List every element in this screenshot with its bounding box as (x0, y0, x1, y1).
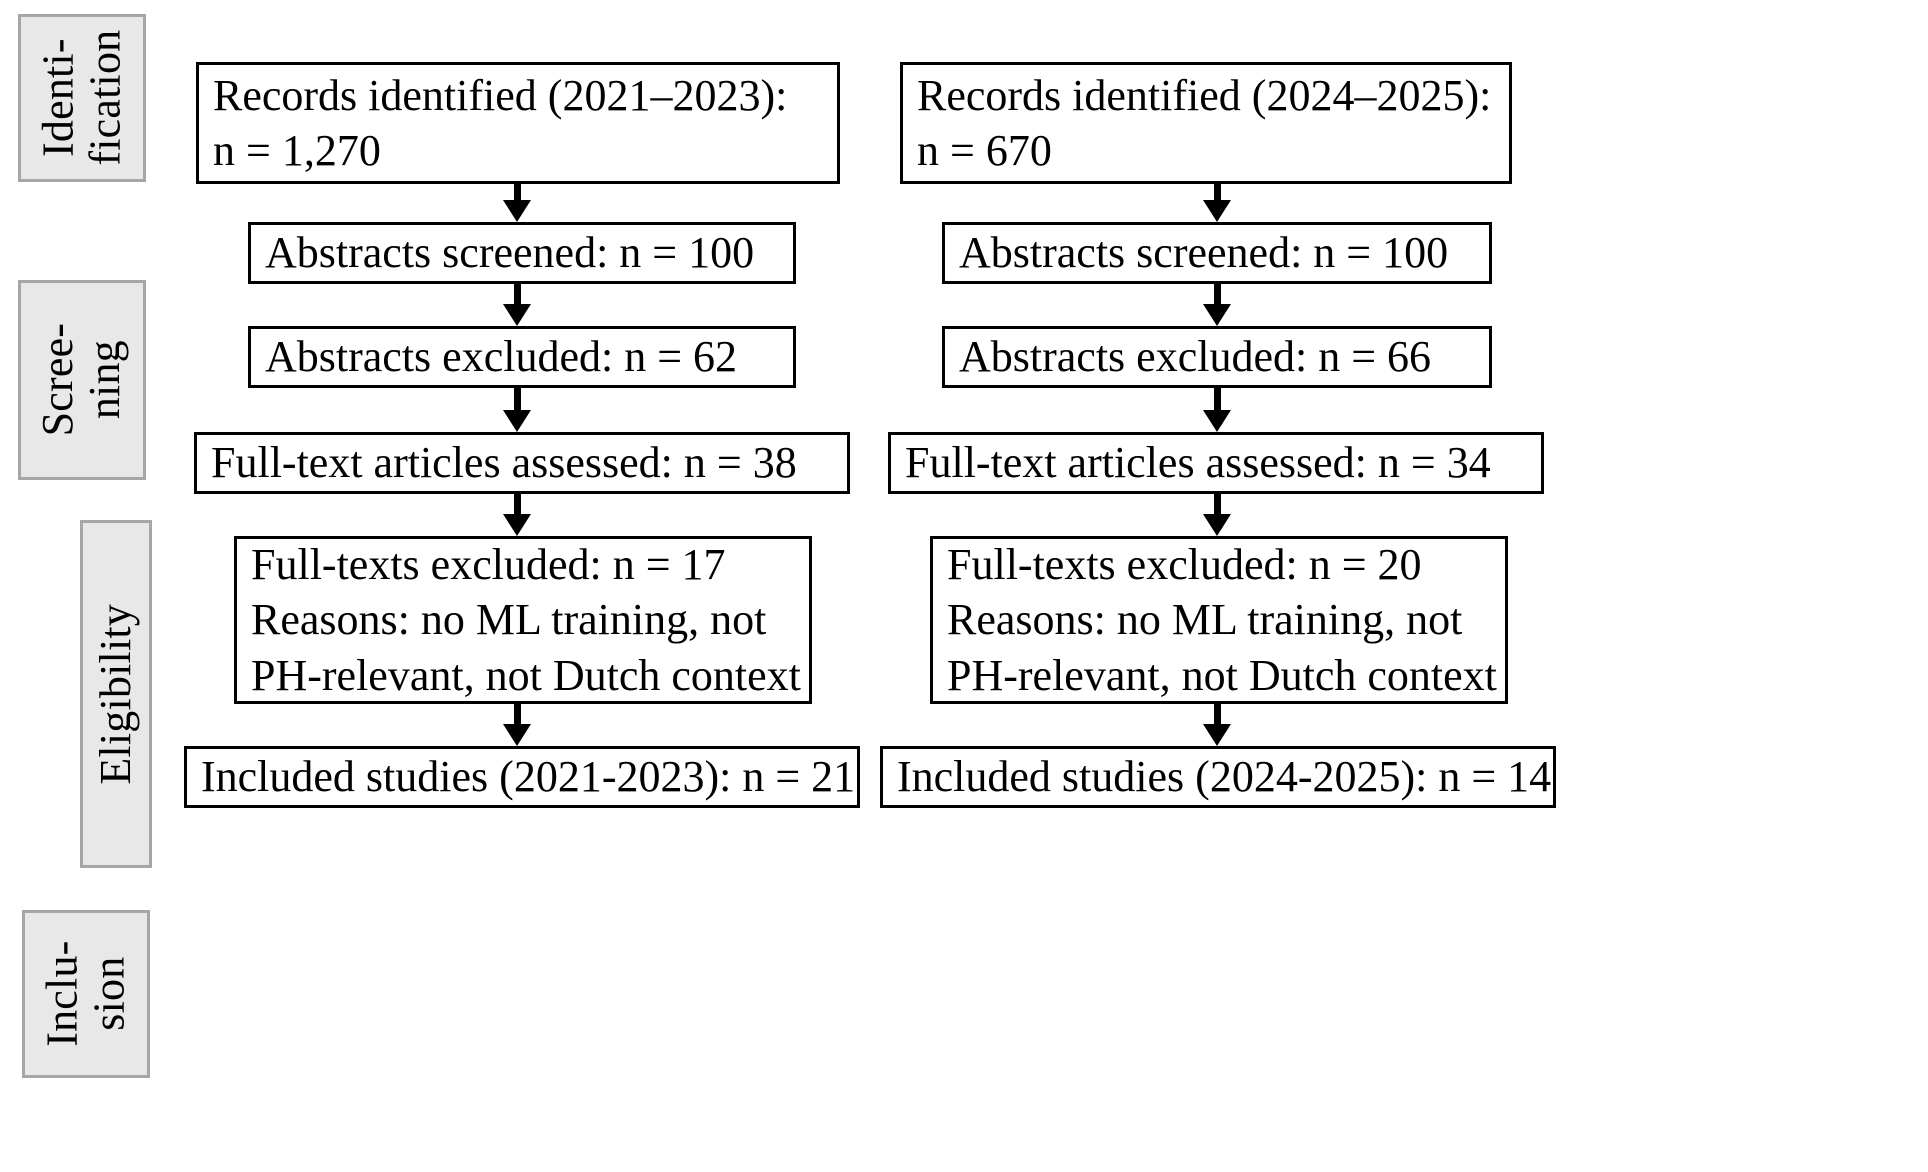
box-right-included-studies: Included studies (2024-2025): n = 14 (880, 746, 1556, 808)
box-line: Abstracts excluded: n = 66 (959, 332, 1432, 382)
arrow-left-excluded-to-fulltext (497, 388, 537, 432)
arrow-right-fulltext-to-excluded (1197, 494, 1237, 536)
phase-label-identification: Identi- fication (18, 14, 146, 182)
box-line: Abstracts excluded: n = 62 (265, 332, 738, 382)
phase-label-inclusion-text: Inclu- sion (37, 940, 133, 1048)
arrow-shaft (1213, 184, 1221, 202)
arrow-right-excluded-to-included (1197, 704, 1237, 746)
phase-label-eligibility-text: Eligibility (90, 603, 140, 785)
box-line: Abstracts screened: n = 100 (265, 228, 755, 278)
arrow-shaft (513, 494, 521, 516)
box-line: Full-text articles assessed: n = 38 (211, 438, 797, 488)
box-line: Abstracts screened: n = 100 (959, 228, 1449, 278)
box-line: Reasons: no ML training, not (947, 595, 1463, 645)
arrow-head (1203, 200, 1231, 222)
box-line: PH-relevant, not Dutch context (251, 650, 801, 700)
phase-label-screening: Scree- ning (18, 280, 146, 480)
box-right-abstracts-screened: Abstracts screened: n = 100 (942, 222, 1492, 284)
arrow-right-excluded-to-fulltext (1197, 388, 1237, 432)
box-left-abstracts-excluded: Abstracts excluded: n = 62 (248, 326, 796, 388)
phase-label-screening-text: Scree- ning (33, 323, 129, 437)
arrow-shaft (513, 184, 521, 202)
arrow-left-fulltext-to-excluded (497, 494, 537, 536)
box-line: Included studies (2021-2023): n = 21 (201, 752, 856, 802)
arrow-shaft (1213, 284, 1221, 306)
box-right-abstracts-excluded: Abstracts excluded: n = 66 (942, 326, 1492, 388)
box-line: n = 670 (917, 126, 1052, 175)
arrow-shaft (1213, 494, 1221, 516)
phase-label-identification-text: Identi- fication (33, 30, 129, 166)
arrow-head (503, 410, 531, 432)
box-right-records-identified: Records identified (2024–2025): n = 670 (900, 62, 1512, 184)
phase-label-eligibility: Eligibility (80, 520, 152, 868)
arrow-left-excluded-to-included (497, 704, 537, 746)
box-left-fulltexts-excluded: Full-texts excluded: n = 17 Reasons: no … (234, 536, 812, 704)
arrow-head (1203, 410, 1231, 432)
arrow-shaft (513, 388, 521, 412)
box-left-records-identified: Records identified (2021–2023): n = 1,27… (196, 62, 840, 184)
box-line: Records identified (2024–2025): (917, 70, 1492, 120)
arrow-shaft (513, 704, 521, 726)
arrow-left-screened-to-excluded (497, 284, 537, 326)
box-line: Included studies (2024-2025): n = 14 (897, 752, 1552, 802)
box-right-fulltext-assessed: Full-text articles assessed: n = 34 (888, 432, 1544, 494)
arrow-head (503, 200, 531, 222)
box-line: PH-relevant, not Dutch context (947, 650, 1497, 700)
arrow-head (1203, 304, 1231, 326)
arrow-head (503, 514, 531, 536)
phase-label-inclusion: Inclu- sion (22, 910, 150, 1078)
arrow-head (1203, 724, 1231, 746)
box-line: Records identified (2021–2023): (213, 70, 788, 120)
arrow-head (503, 304, 531, 326)
box-left-included-studies: Included studies (2021-2023): n = 21 (184, 746, 860, 808)
arrow-left-identified-to-screened (497, 184, 537, 222)
arrow-shaft (1213, 388, 1221, 412)
box-left-abstracts-screened: Abstracts screened: n = 100 (248, 222, 796, 284)
box-line: Full-text articles assessed: n = 34 (905, 438, 1491, 488)
box-line: n = 1,270 (213, 126, 381, 175)
box-right-fulltexts-excluded: Full-texts excluded: n = 20 Reasons: no … (930, 536, 1508, 704)
arrow-right-identified-to-screened (1197, 184, 1237, 222)
arrow-head (1203, 514, 1231, 536)
box-line: Full-texts excluded: n = 20 (947, 539, 1422, 589)
arrow-shaft (1213, 704, 1221, 726)
arrow-head (503, 724, 531, 746)
box-line: Full-texts excluded: n = 17 (251, 539, 726, 589)
box-line: Reasons: no ML training, not (251, 595, 767, 645)
arrow-right-screened-to-excluded (1197, 284, 1237, 326)
box-left-fulltext-assessed: Full-text articles assessed: n = 38 (194, 432, 850, 494)
arrow-shaft (513, 284, 521, 306)
